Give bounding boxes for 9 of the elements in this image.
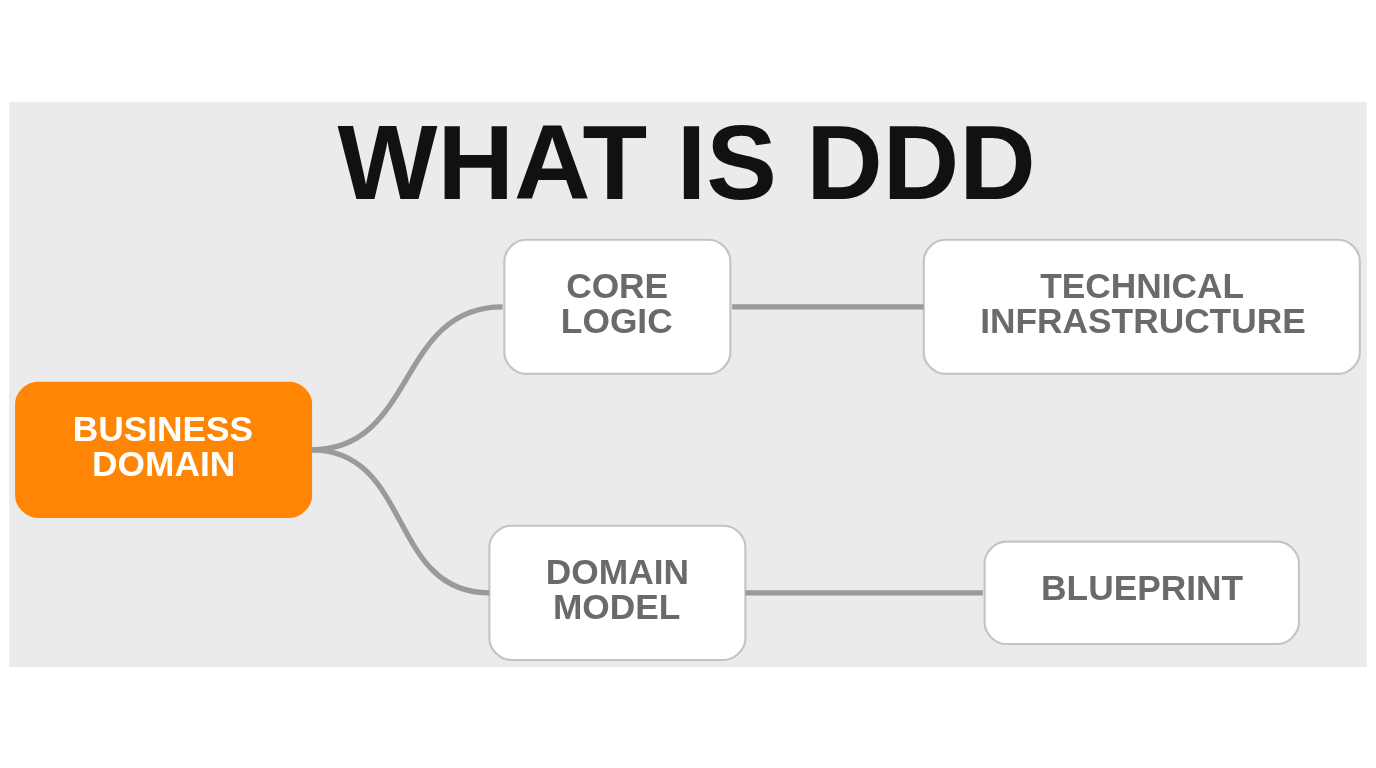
diagram-title: WHAT IS DDD: [337, 102, 1036, 221]
node-box: BUSINESS DOMAIN: [15, 381, 313, 518]
node-box: DOMAIN MODEL: [488, 524, 747, 661]
node-box: BLUEPRINT: [983, 540, 1300, 645]
connector: [745, 589, 983, 595]
node-box: TECHNICAL INFRASTRUCTURE: [922, 238, 1361, 375]
connector: [310, 446, 490, 595]
node-box: CORE LOGIC: [503, 238, 732, 375]
connector: [732, 303, 924, 309]
